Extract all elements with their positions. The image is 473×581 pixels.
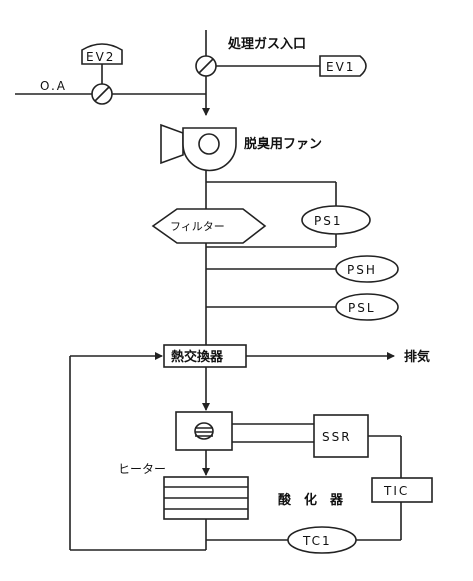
fan-label: 脱臭用ファン [244,136,322,152]
deodorization-fan [160,123,237,172]
tic-box: TIC [371,477,433,503]
svg-text:PSH: PSH [347,263,377,277]
svg-text:TC1: TC1 [302,534,332,548]
oxidizer-label: 酸 化 器 [278,492,344,508]
psh-switch: PSH [335,255,399,283]
inlet-damper [195,55,217,77]
ssr-box: SSR [313,414,369,458]
svg-text:TIC: TIC [383,484,409,498]
exhaust-label: 排気 [404,349,430,365]
heater [175,411,233,451]
svg-text:EV1: EV1 [326,60,355,74]
svg-text:EV2: EV2 [86,50,115,64]
outside-air-label: O.A [40,79,67,93]
psl-switch: PSL [335,293,399,321]
ev2-actuator: EV2 [81,43,123,65]
ev1-actuator: EV1 [319,55,367,77]
oxidizer [163,476,249,520]
ps1-switch: PS1 [301,205,371,235]
gas-inlet-label: 処理ガス入口 [227,36,306,52]
svg-text:フィルター: フィルター [170,220,225,233]
svg-text:SSR: SSR [322,430,352,444]
svg-text:PS1: PS1 [314,214,343,228]
svg-text:PSL: PSL [348,301,376,315]
filter: フィルター [151,208,267,244]
heat-exchanger-label: 熱交換器 [171,349,224,365]
heater-label: ヒーター [118,462,166,476]
oa-damper [91,83,113,105]
tc1-sensor: TC1 [287,526,357,554]
